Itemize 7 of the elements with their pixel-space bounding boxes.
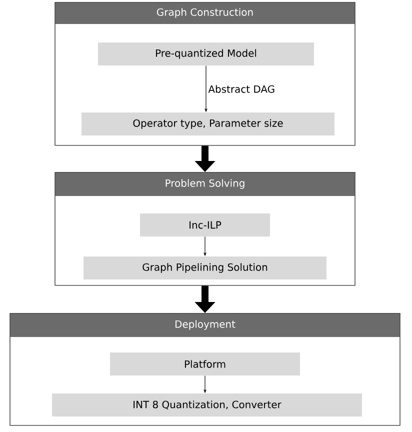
process-box: Operator type, Parameter size	[82, 112, 334, 136]
process-box: Graph Pipelining Solution	[84, 256, 326, 280]
process-box: INT 8 Quantization, Converter	[52, 394, 362, 416]
process-box: Inc-ILP	[140, 214, 270, 236]
process-box: Platform	[110, 352, 300, 376]
edge-label: Abstract DAG	[208, 85, 274, 93]
process-box: Pre-quantized Model	[98, 42, 314, 66]
